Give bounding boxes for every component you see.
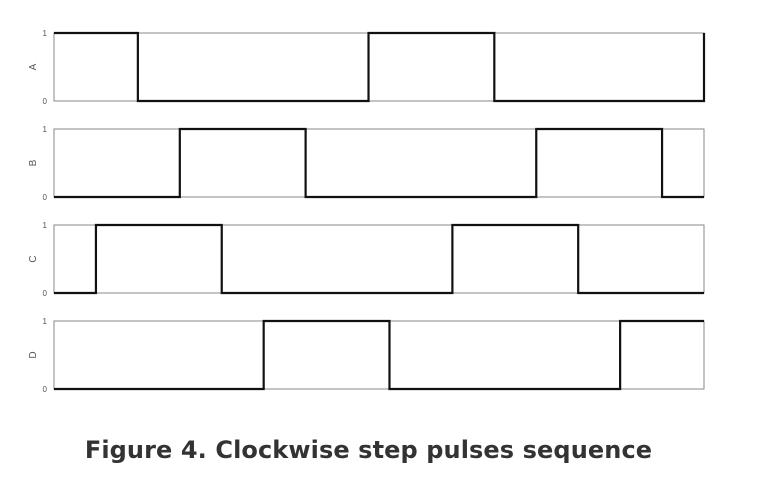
- panel-frame-b: [53, 128, 705, 198]
- channel-label-c: C: [28, 255, 39, 262]
- panel-frame-c: [53, 224, 705, 294]
- waveform-b: [54, 127, 704, 199]
- panel-frame-a: [53, 32, 705, 102]
- channel-label-b: B: [28, 159, 39, 166]
- y-tick-label-b-1: 1: [43, 125, 48, 134]
- y-tick-label-d-0: 0: [43, 385, 48, 394]
- y-tick-label-b-0: 0: [43, 193, 48, 202]
- figure-caption: Figure 4. Clockwise step pulses sequence: [84, 436, 653, 464]
- y-tick-label-a-0: 0: [43, 97, 48, 106]
- channel-label-a: A: [28, 63, 39, 70]
- channel-label-d: D: [28, 351, 39, 358]
- waveform-d: [54, 319, 704, 391]
- panel-frame-d: [53, 320, 705, 390]
- y-tick-label-c-0: 0: [43, 289, 48, 298]
- waveform-a: [54, 31, 706, 103]
- y-tick-label-a-1: 1: [43, 29, 48, 38]
- y-tick-label-c-1: 1: [43, 221, 48, 230]
- waveform-c: [54, 223, 704, 295]
- y-tick-label-d-1: 1: [43, 317, 48, 326]
